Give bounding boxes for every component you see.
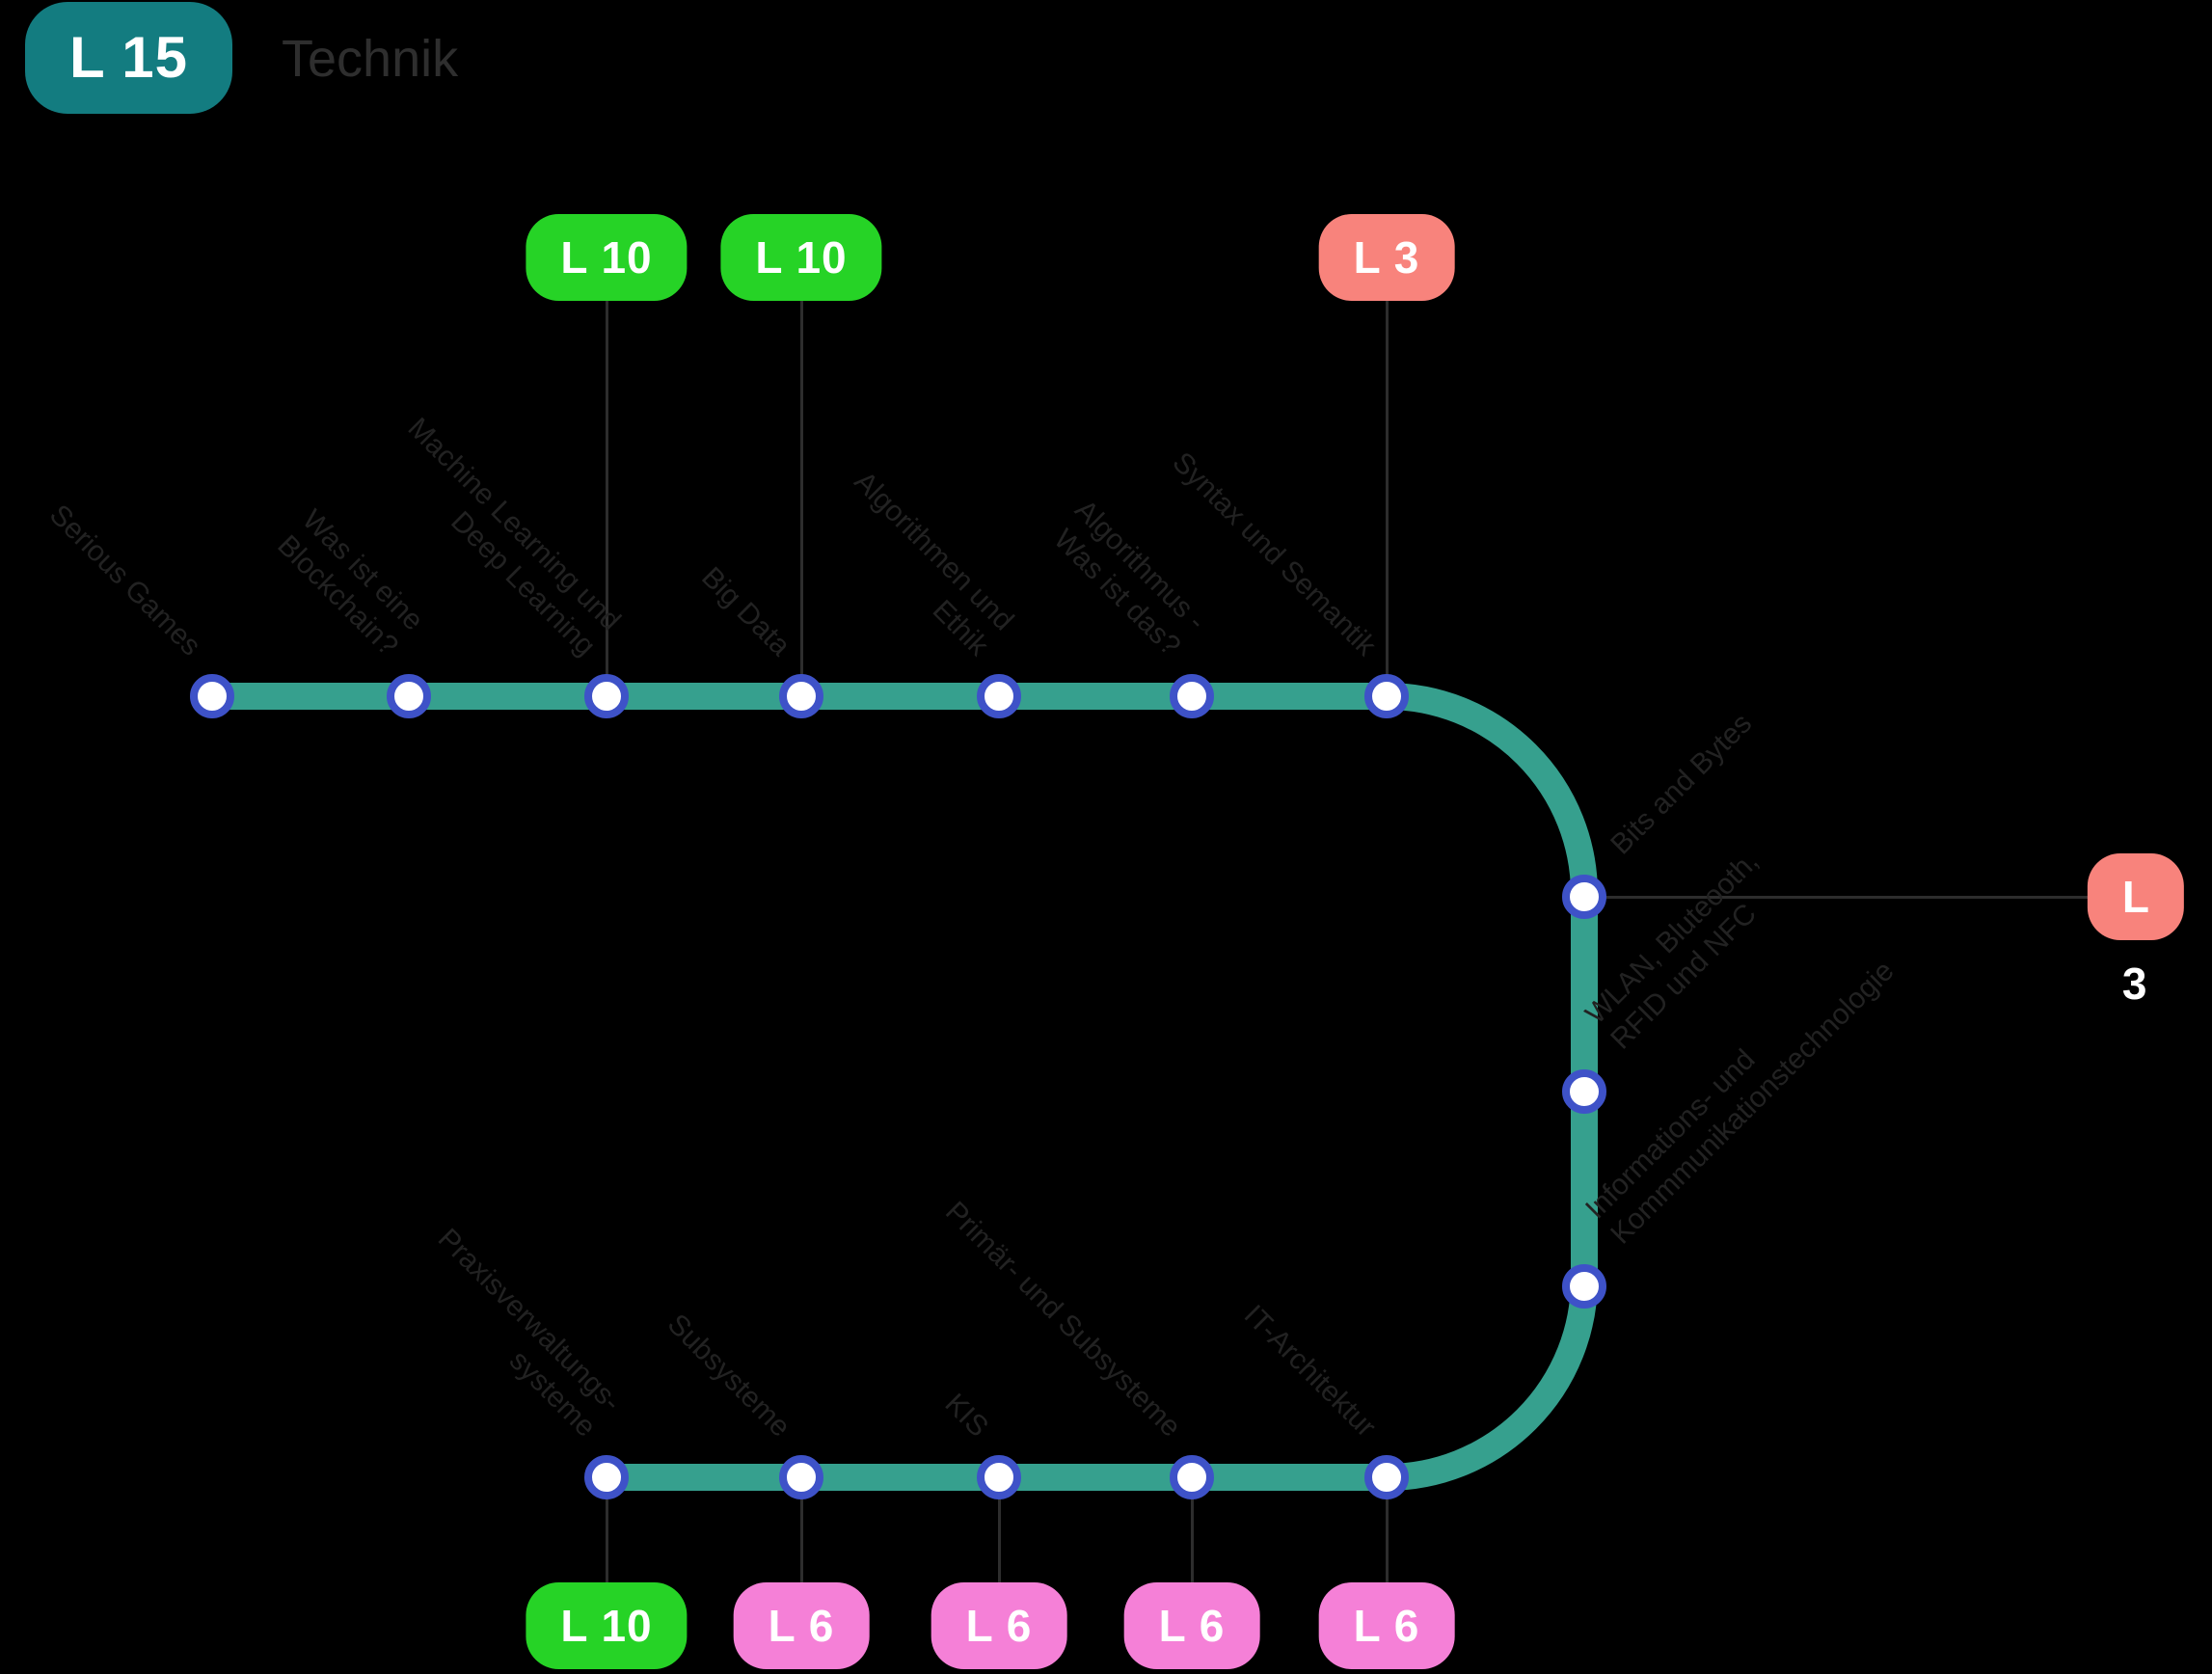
badge-connector-line [799,257,803,696]
station-marker[interactable] [779,674,823,718]
badge-connector-line [1385,257,1389,696]
level-badge-label: L 10 [560,232,653,283]
badge-connector-line [605,257,608,696]
level-badge-label: L 6 [1353,1601,1420,1651]
level-badge[interactable]: L 6 [931,1582,1067,1669]
level-badge[interactable]: L 3 [2087,853,2185,1009]
level-badge-label: L 10 [560,1601,653,1651]
station-marker[interactable] [779,1455,823,1499]
level-badge[interactable]: L 10 [526,1582,688,1669]
badge-connector-line [605,1477,608,1626]
level-badge-label: L 10 [755,232,848,283]
level-badge[interactable]: L 3 [1318,214,1455,301]
station-marker[interactable] [977,1455,1021,1499]
station-marker[interactable] [1562,1264,1606,1309]
badge-connector-line [997,1477,1001,1626]
level-badge-label: L 3 [2121,872,2150,1009]
badge-connector-line [799,1477,803,1626]
station-marker[interactable] [1562,875,1606,919]
station-marker[interactable] [1170,1455,1214,1499]
level-badge-label: L 6 [768,1601,835,1651]
metro-line-path [212,683,1598,1491]
badge-connector-line [1385,1477,1389,1626]
page-title: Technik [282,30,459,88]
station-marker[interactable] [977,674,1021,718]
line-number-badge[interactable]: L 15 [25,2,232,114]
station-marker[interactable] [584,674,629,718]
level-badge[interactable]: L 6 [733,1582,870,1669]
level-badge[interactable]: L 6 [1318,1582,1455,1669]
station-marker[interactable] [1364,1455,1409,1499]
badge-connector-line [1190,1477,1194,1626]
level-badge-label: L 6 [965,1601,1033,1651]
level-badge-label: L 3 [1353,232,1420,283]
station-marker[interactable] [584,1455,629,1499]
station-marker[interactable] [387,674,431,718]
level-badge[interactable]: L 10 [720,214,882,301]
station-marker[interactable] [190,674,234,718]
badge-connector-line [1584,895,2136,899]
station-marker[interactable] [1170,674,1214,718]
station-marker[interactable] [1562,1069,1606,1114]
level-badge[interactable]: L 6 [1123,1582,1260,1669]
level-badge-label: L 6 [1158,1601,1226,1651]
station-marker[interactable] [1364,674,1409,718]
level-badge[interactable]: L 10 [526,214,688,301]
